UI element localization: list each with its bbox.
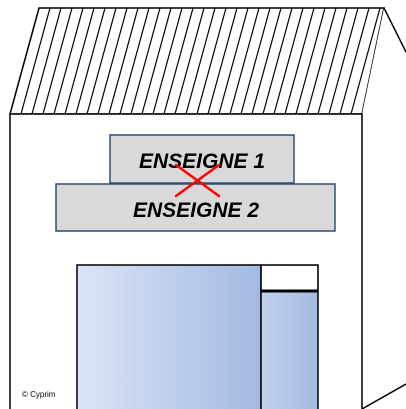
roof-stripe <box>273 8 304 114</box>
roof-stripe <box>75 8 106 114</box>
roof-stripe <box>152 8 183 114</box>
sign-1: ENSEIGNE 1 <box>109 134 295 184</box>
roof-stripe <box>163 8 194 114</box>
roof-stripe <box>284 8 315 114</box>
roof-stripe <box>218 8 249 114</box>
side-ground-line <box>361 383 406 409</box>
roof-stripe <box>174 8 205 114</box>
roof-stripe <box>251 8 282 114</box>
roof-stripe <box>240 8 271 114</box>
shop-window <box>76 264 262 409</box>
sign-2: ENSEIGNE 2 <box>55 183 336 232</box>
door <box>260 264 319 409</box>
roof-stripe <box>295 8 326 114</box>
roof-stripe <box>53 8 84 114</box>
roof-stripe <box>262 8 293 114</box>
roof-stripe <box>31 8 62 114</box>
roof-stripe <box>207 8 238 114</box>
roof-stripe <box>229 8 260 114</box>
roof-stripe <box>185 8 216 114</box>
roof-stripe <box>86 8 117 114</box>
roof-side-edge <box>383 7 406 53</box>
roof-stripe <box>42 8 73 114</box>
roof-stripe <box>350 8 381 114</box>
roof-stripe <box>130 8 161 114</box>
roof-stripe <box>306 8 337 114</box>
roof-stripe <box>64 8 95 114</box>
roof-stripe <box>108 8 139 114</box>
roof-stripe <box>339 8 370 114</box>
roof-stripe <box>196 8 227 114</box>
copyright-text: © Cyprim <box>22 390 56 399</box>
roof-stripe <box>20 8 51 114</box>
roof-stripe <box>97 8 128 114</box>
roof-stripe <box>141 8 172 114</box>
side-wall <box>362 8 406 409</box>
roof-stripe <box>119 8 150 114</box>
sign-2-label: ENSEIGNE 2 <box>133 199 259 222</box>
sign-1-label: ENSEIGNE 1 <box>139 150 265 173</box>
roof-stripe <box>328 8 359 114</box>
roof <box>9 7 385 115</box>
roof-stripe <box>317 8 348 114</box>
x-cross-icon <box>174 163 221 198</box>
